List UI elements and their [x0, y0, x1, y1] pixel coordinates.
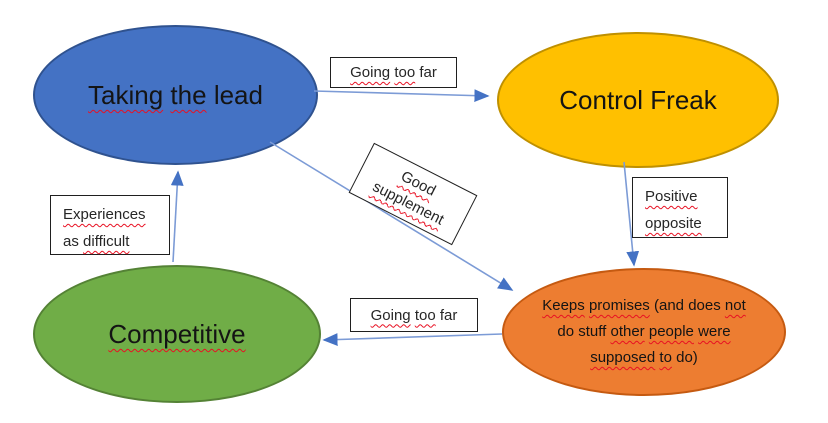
label-line: supposed to do) [542, 345, 746, 371]
label-word: to [659, 349, 672, 366]
label-word: other [610, 323, 645, 340]
label-word: far [419, 64, 437, 81]
label-word: too [414, 306, 436, 324]
node-keeps-promises-label: Keeps promises (and does not do stuff ot… [542, 293, 746, 371]
label-word: Experiences [63, 206, 146, 223]
label-word: Keeps [542, 297, 585, 314]
label-word: supposed [590, 349, 656, 366]
label-word: too [394, 64, 416, 81]
node-competitive[interactable]: Competitive [33, 265, 321, 403]
label-word: Taking [88, 80, 164, 110]
label-line: as difficult [63, 228, 169, 255]
node-taking-the-lead-label: Taking the lead [88, 79, 263, 111]
label-word: stuff [578, 323, 607, 340]
label-word: were [698, 323, 731, 340]
label-word: do [557, 323, 575, 340]
label-word: far [439, 306, 458, 324]
label-line: do stuff other people were [542, 319, 746, 345]
edge-label-going-too-far-top[interactable]: Going too far [330, 57, 457, 88]
edge-label-positive-opposite[interactable]: Positive opposite [632, 177, 728, 238]
label-word: promises [588, 297, 650, 314]
label-word: Going [350, 64, 391, 81]
label-line: Keeps promises (and does not [542, 293, 746, 319]
label-word: people [648, 323, 694, 340]
label-text: Going too far [371, 307, 458, 324]
node-control-freak[interactable]: Control Freak [497, 32, 779, 168]
edge-taking-to-control-connector[interactable] [313, 89, 490, 103]
edge-label-experiences-as-difficult[interactable]: Experiences as difficult [50, 195, 170, 255]
label-word: Competitive [108, 319, 246, 349]
label-word: opposite [645, 215, 702, 232]
label-line: opposite [645, 210, 727, 237]
node-competitive-label: Competitive [108, 318, 245, 350]
label-line: Positive [645, 183, 727, 210]
label-word: the [170, 80, 207, 110]
node-control-freak-label: Control Freak [559, 84, 717, 116]
label-word: Going [370, 306, 411, 324]
edge-label-going-too-far-bottom[interactable]: Going too far [350, 298, 478, 332]
label-word: lead [213, 80, 263, 110]
node-taking-the-lead[interactable]: Taking the lead [33, 25, 318, 165]
label-word: does [688, 297, 721, 314]
edge-competitive-to-taking-connector[interactable] [170, 170, 184, 263]
label-word: Control Freak [559, 85, 717, 115]
label-word: (and [653, 297, 685, 314]
edge-label-good-supplement[interactable]: Good supplement [348, 142, 478, 246]
edge-keeps-to-competitive-connector[interactable] [322, 333, 503, 346]
node-keeps-promises[interactable]: Keeps promises (and does not do stuff ot… [502, 268, 786, 396]
label-line: Experiences [63, 201, 169, 228]
label-word: Positive [645, 188, 698, 205]
label-word: not [724, 297, 746, 314]
label-word: difficult [83, 233, 130, 250]
label-text: Going too far [350, 64, 437, 81]
label-word: as [63, 233, 79, 250]
label-word: do) [676, 349, 698, 366]
